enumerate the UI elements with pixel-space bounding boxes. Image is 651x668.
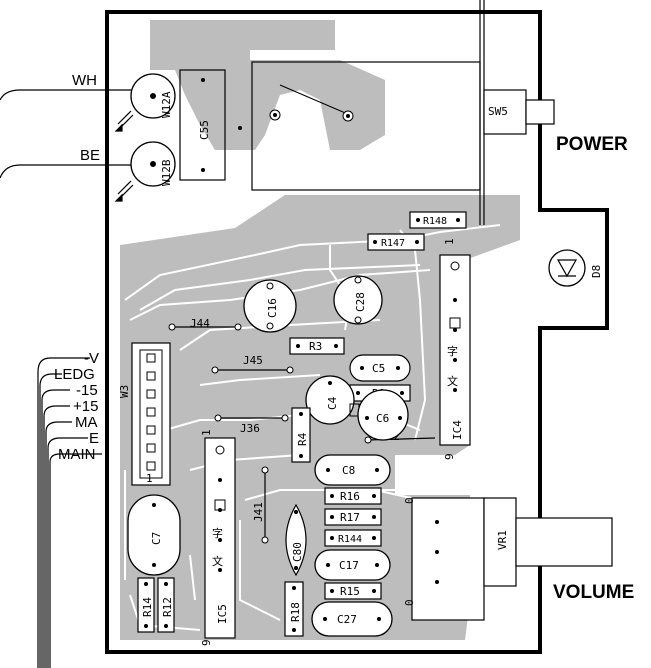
wire-wh: WH (0, 72, 155, 101)
r16: R16 (324, 487, 382, 505)
c4: C4 (305, 375, 360, 425)
connector-wires (37, 357, 102, 668)
wire-wh-label: WH (72, 72, 97, 89)
vr1-pin0-top: 0 (403, 497, 416, 504)
pin-label-ma: MA (75, 414, 98, 431)
c7: C7 (127, 494, 181, 576)
connector-pin-labels: -V LEDG -15 +15 MA E MAIN (54, 350, 99, 463)
c5-label: C5 (372, 362, 385, 375)
pin-label-pos-15: +15 (73, 398, 98, 415)
w3-pin1: 1 (146, 472, 153, 485)
c16: C16 (243, 279, 297, 333)
r12: R12 (157, 577, 175, 633)
r4: R4 (291, 407, 311, 463)
ic5-mark-a: 字 (212, 526, 223, 540)
volume-label: VOLUME (553, 582, 634, 603)
w3-label: W3 (118, 385, 131, 398)
c8-label: C8 (342, 464, 355, 477)
d8: D8 (548, 249, 603, 287)
ic5-label: IC5 (216, 604, 229, 624)
c5: C5 (349, 354, 411, 382)
ic4-mark-a: 字 (447, 344, 458, 358)
vr1-label: VR1 (496, 530, 509, 550)
sw5-label: SW5 (488, 105, 508, 118)
c17-label: C17 (339, 559, 359, 572)
j44-label: J44 (190, 317, 210, 330)
j44: J44 (168, 317, 242, 331)
r144-label: R144 (338, 534, 362, 545)
ic4-pin1: 1 (443, 238, 456, 245)
c17: C17 (314, 549, 391, 581)
ic5-mark-b: 文 (212, 554, 223, 568)
c28: C28 (333, 275, 383, 325)
c27: C27 (311, 601, 393, 637)
c80-label: C80 (291, 542, 304, 562)
r14: R14 (137, 577, 155, 633)
r3: R3 (289, 337, 345, 355)
c8: C8 (314, 454, 391, 486)
r18: R18 (284, 581, 304, 637)
c4-label: C4 (326, 396, 339, 410)
c80: C80 (285, 503, 307, 577)
w12b: W12B (114, 141, 176, 202)
c6-label: C6 (376, 412, 389, 425)
r17-label: R17 (340, 511, 360, 524)
ic5-pin9: 9 (200, 639, 213, 646)
ic4-pin9: 9 (443, 453, 456, 460)
j45: J45 (211, 354, 294, 374)
r148: R148 (409, 211, 467, 229)
c28-label: C28 (354, 292, 367, 312)
pin-label-neg-v: -V (84, 350, 99, 367)
r148-label: R148 (423, 216, 447, 227)
ic5-pin1: 1 (200, 429, 213, 436)
j36: J36 (214, 414, 289, 435)
r15: R15 (324, 582, 382, 600)
c6: C6 (357, 389, 409, 441)
c7-label: C7 (150, 532, 163, 545)
r15-label: R15 (340, 585, 360, 598)
ic4-label: IC4 (451, 420, 464, 440)
d8-label: D8 (590, 265, 603, 278)
pin-label-neg-15: -15 (76, 382, 98, 399)
w12a-label: W12A (160, 91, 173, 118)
c27-label: C27 (337, 613, 357, 626)
r147-label: R147 (381, 238, 405, 249)
board-outline (105, 10, 609, 654)
r4-label: R4 (296, 432, 309, 446)
ic4: 字 文 1 9 IC4 (439, 238, 471, 460)
pin-label-ledg: LEDG (54, 366, 95, 383)
wire-be-label: BE (80, 147, 100, 164)
connector-w3: W3 1 (118, 342, 171, 486)
j45-label: J45 (243, 354, 263, 367)
j41-label: J41 (252, 502, 265, 522)
r144: R144 (324, 529, 382, 547)
w12a: W12A (114, 73, 176, 132)
vr1-pin0-bottom: 0 (403, 599, 416, 606)
r16-label: R16 (340, 490, 360, 503)
ic5: 字 文 1 9 IC5 (200, 429, 236, 646)
copper-upper (150, 20, 385, 150)
w12b-label: W12B (160, 159, 173, 186)
r3-label: R3 (309, 340, 322, 353)
j36-label: J36 (240, 422, 260, 435)
j41: J41 (252, 466, 269, 544)
r18-label: R18 (289, 602, 302, 622)
r12-label: R12 (161, 597, 174, 617)
vr1: 0 0 VR1 (403, 497, 613, 621)
r17: R17 (324, 508, 382, 526)
ic4-mark-b: 文 (447, 374, 458, 388)
c55-label: C55 (198, 120, 211, 140)
switch-sw5: SW5 (251, 0, 555, 225)
wire-be: BE (0, 147, 155, 179)
r14-label: R14 (141, 597, 154, 617)
pin-label-e: E (89, 430, 99, 447)
pin-label-main: MAIN (58, 446, 96, 463)
r147: R147 (367, 233, 425, 251)
power-label: POWER (556, 134, 628, 155)
c16-label: C16 (266, 298, 279, 318)
c55: C55 (179, 69, 226, 181)
